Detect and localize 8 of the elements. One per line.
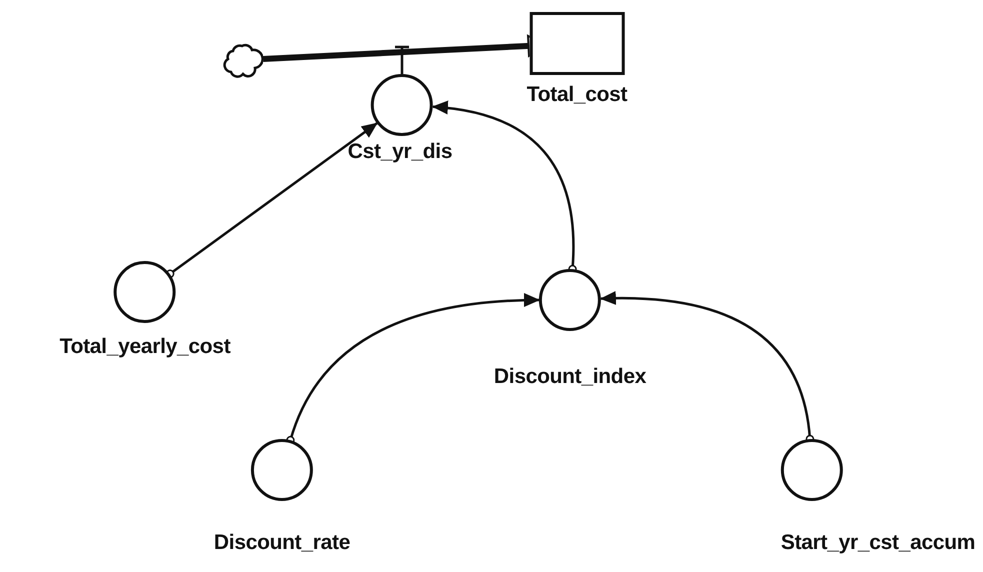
variable-name: Total_cost [526,83,628,108]
connector-arrow [166,122,378,278]
variable-name: Total_yearly_cost [60,335,230,360]
variable-name: Discount_index [494,365,646,390]
cloud-source [221,42,263,78]
variable-name: Discount_rate [214,531,350,556]
variable-name: Start_yr_cst_accum [780,531,976,556]
variable-name: Cst_yr_dis [348,140,452,164]
